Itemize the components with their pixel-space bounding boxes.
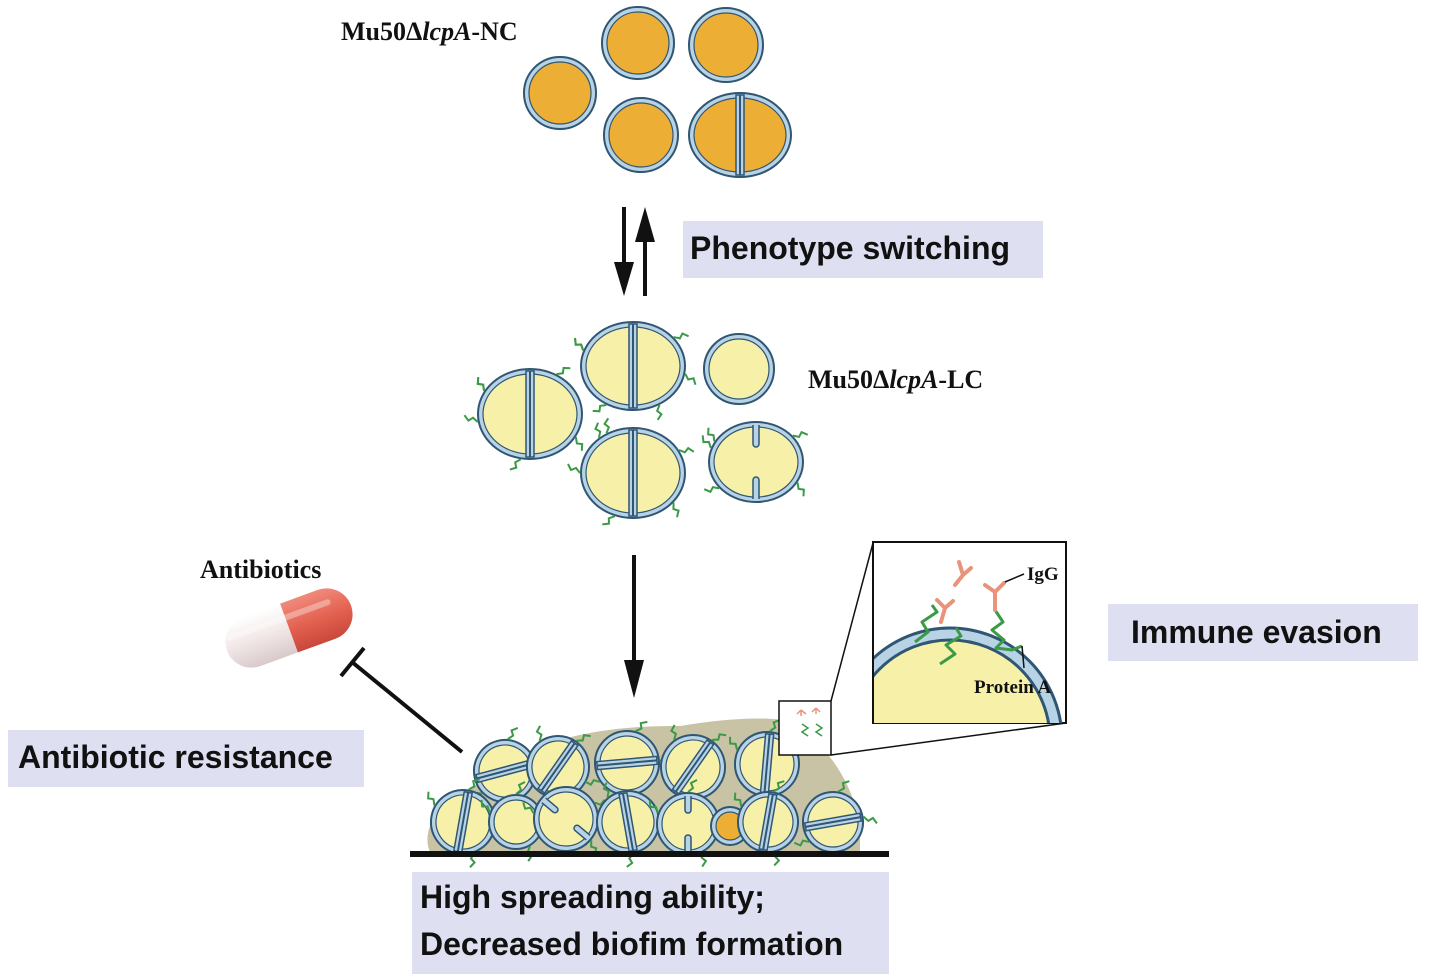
protein-a-icon (733, 792, 743, 807)
inhibition-line (339, 646, 464, 754)
lc-cell (703, 333, 775, 405)
phenotype-switching-arrows (614, 207, 655, 296)
phenotype-switching-label: Phenotype switching (690, 230, 1010, 266)
protein-a-icon (635, 720, 648, 733)
protein-a-icon (602, 782, 610, 798)
nc-cell (601, 6, 675, 80)
antibiotic-resistance-box: Antibiotic resistance (8, 730, 364, 787)
protein-a-icon (594, 422, 602, 438)
nc-cell-cluster (523, 6, 792, 178)
lc-dividing-cell (567, 417, 695, 526)
protein-a-pointer (1021, 645, 1025, 669)
protein-a-icon (678, 446, 695, 454)
protein-a-icon (592, 403, 607, 413)
protein-a-icon (507, 727, 519, 740)
igg-icon (935, 560, 1006, 624)
lc-dividing-cell (463, 366, 584, 471)
protein-a-icon (603, 417, 611, 434)
igg-pointer (1004, 573, 1025, 583)
protein-a-icon (793, 839, 810, 847)
biofilm-cell (526, 725, 591, 811)
biofilm-cell (660, 724, 727, 812)
nc-cell (603, 97, 679, 173)
protein-a-icon (701, 435, 712, 449)
protein-a-icon (673, 332, 689, 340)
protein-a-icon (535, 725, 543, 742)
pill-icon (225, 588, 353, 668)
protein-a-icon (687, 779, 698, 793)
protein-a-icon (515, 781, 526, 795)
phenotype-switching-box: Phenotype switching (683, 221, 1043, 278)
zoom-line-bottom (830, 722, 1067, 756)
protein-a-icon (476, 377, 486, 392)
antibiotic-resistance-label: Antibiotic resistance (18, 739, 333, 775)
protein-a-icon (772, 780, 785, 793)
protein-a-icon (769, 719, 781, 732)
protein-a-icon (509, 458, 522, 471)
biofilm-cell (427, 778, 496, 869)
protein-a-icon (648, 800, 659, 814)
biofilm-cell (793, 780, 878, 853)
lc-cell-cluster (463, 321, 809, 526)
antibiotics-label: Antibiotics (200, 555, 321, 584)
protein-a-icon (602, 515, 616, 526)
inset-panel: IgG Protein A (872, 541, 1067, 724)
protein-a-icon (556, 366, 571, 376)
biofilm-label-line2: Decreased biofim formation (420, 926, 843, 962)
protein-a-icon (576, 734, 591, 742)
immune-evasion-label: Immune evasion (1131, 614, 1382, 650)
zoom-line-top (830, 542, 874, 702)
nc-cell (688, 7, 764, 83)
protein-a-icon (584, 778, 601, 786)
protein-a-icon (468, 778, 480, 791)
protein-a-icon (670, 724, 678, 741)
nc-dividing-cell (688, 92, 792, 178)
biofilm-cell (733, 780, 799, 867)
strain-nc-label: Mu50ΔlcpA-NC (341, 17, 518, 46)
protein-a-icon (792, 430, 809, 439)
zoom-source-box (778, 700, 832, 756)
strain-lc-label: Mu50ΔlcpA-LC (808, 365, 983, 394)
protein-a-icon (655, 404, 663, 421)
nc-cell (523, 56, 597, 130)
protein-a-icon (672, 502, 680, 518)
protein-a-icon (837, 780, 850, 793)
protein-a-icon (862, 815, 878, 824)
protein-a-icon (703, 485, 720, 494)
down-arrow (624, 555, 644, 698)
protein-a-icon (707, 427, 716, 442)
protein-a-icon (914, 604, 939, 644)
protein-a-icon (427, 791, 436, 806)
biofilm-cell (596, 782, 671, 868)
protein-a-icon (522, 802, 535, 814)
protein-a-icon (480, 799, 491, 813)
protein-a-icon (463, 414, 479, 423)
protein-a-icon (567, 463, 581, 474)
protein-a-icon (939, 627, 963, 666)
biofilm-cell (522, 786, 611, 856)
protein-a-label: Protein A (974, 677, 1052, 698)
protein-a-icon (796, 482, 805, 497)
protein-a-icon (990, 609, 1023, 652)
lc-dividing-cell (574, 321, 697, 421)
biofilm-label-line1: High spreading ability; (420, 879, 765, 915)
protein-a-icon (729, 736, 739, 751)
protein-a-icon (711, 733, 727, 741)
igg-label: IgG (1027, 564, 1059, 585)
immune-evasion-box: Immune evasion (1108, 604, 1418, 661)
protein-a-icon (574, 337, 585, 351)
biofilm-label-box: High spreading ability; Decreased biofim… (412, 872, 889, 974)
lc-dividing-cell (701, 421, 809, 503)
protein-a-icon (574, 436, 584, 451)
protein-a-icon (684, 373, 697, 386)
